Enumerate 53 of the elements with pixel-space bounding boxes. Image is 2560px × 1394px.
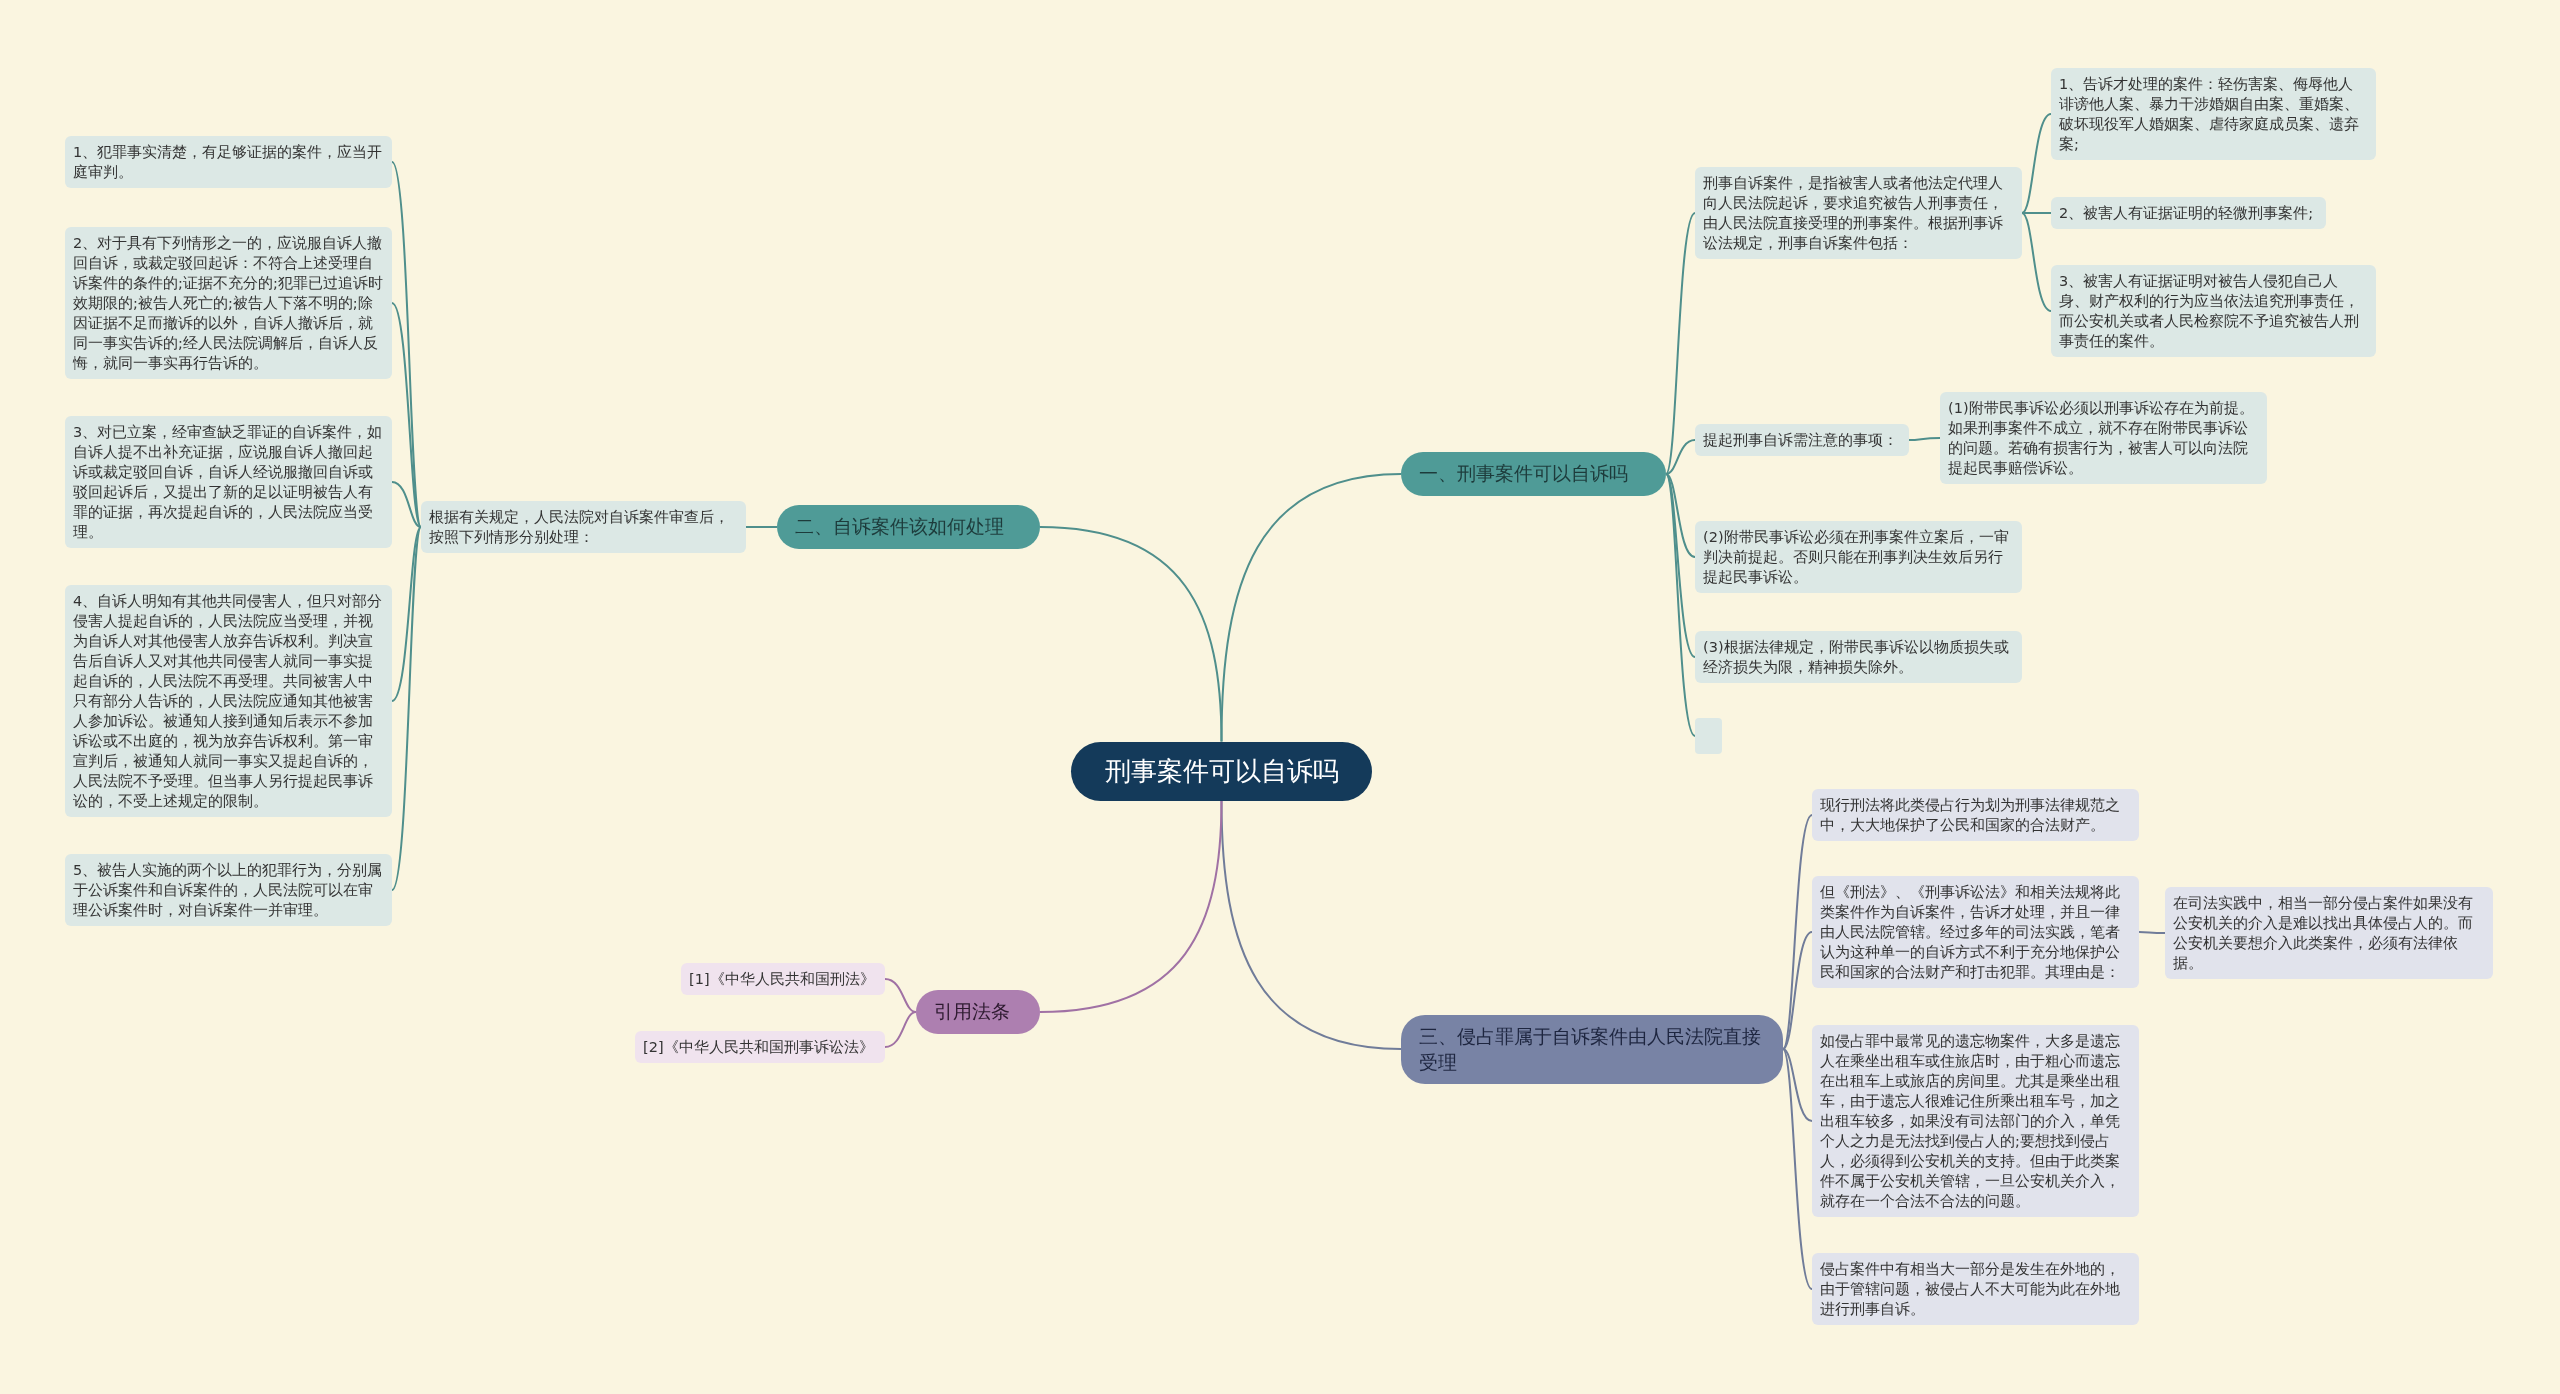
- connector-line: [884, 1011, 917, 1048]
- branch-topic: 三、侵占罪属于自诉案件由人民法院直接受理: [1401, 1015, 1783, 1085]
- text-card: 4、自诉人明知有其他共同侵害人，但只对部分侵害人提起自诉的，人民法院应当受理，并视为自诉人对其他侵害人放弃告诉权利。判决宣告后自诉人又对其他共同侵害人就同一事实提起自诉的，人民法院不再受理。共同被害人中只有部分人告诉的，人民法院应通知其他被害人参加诉讼。被通知人接到通知后表示不参加诉讼或不出庭的，视为放弃告诉权利。第一审宣判后，被通知人就同一事实又提起自诉的，人民法院不予受理。但当事人另行提起民事诉讼的，不受上述规定的限制。: [65, 585, 392, 817]
- text-card: 1、告诉才处理的案件：轻伤害案、侮辱他人诽谤他人案、暴力干涉婚姻自由案、重婚案、破坏现役军人婚姻案、虐待家庭成员案、遗弃案;: [2051, 68, 2376, 160]
- connector-line: [1665, 439, 1696, 475]
- text-card: 在司法实践中，相当一部分侵占案件如果没有公安机关的介入是难以找出具体侵占人的。而公安机关要想介入此类案件，必须有法律依据。: [2165, 887, 2493, 979]
- text-card: (1)附带民事诉讼必须以刑事诉讼存在为前提。如果刑事案件不成立，就不存在附带民事诉讼的问题。若确有损害行为，被害人可以向法院提起民事赔偿诉讼。: [1940, 392, 2267, 484]
- text-card: [2]《中华人民共和国刑事诉讼法》: [635, 1031, 885, 1063]
- connector-line: [1220, 473, 1402, 743]
- connector-line: [1039, 526, 1223, 743]
- connector-line: [1908, 437, 1941, 441]
- text-card: 现行刑法将此类侵占行为划为刑事法律规范之中，大大地保护了公民和国家的合法财产。: [1812, 789, 2139, 841]
- text-card: (2)附带民事诉讼必须在刑事案件立案后，一审判决前提起。否则只能在刑事判决生效后另行提起民事诉讼。: [1695, 521, 2022, 593]
- connector-line: [745, 526, 778, 528]
- text-card: 如侵占罪中最常见的遗忘物案件，大多是遗忘人在乘坐出租车或住旅店时，由于粗心而遗忘在出租车上或旅店的房间里。尤其是乘坐出租车，由于遗忘人很难记住所乘出租车号，加之出租车较多，如果没有司法部门的介入，单凭个人之力是无法找到侵占人的;要想找到侵占人，必须得到公安机关的支持。但由于此类案件不属于公安机关管辖，一旦公安机关介入，就存在一个合法不合法的问题。: [1812, 1025, 2139, 1217]
- text-card: [1]《中华人民共和国刑法》: [681, 963, 885, 995]
- empty-card: [1695, 718, 1722, 754]
- text-card: 刑事自诉案件，是指被害人或者他法定代理人向人民法院起诉，要求追究被告人刑事责任，由人民法院直接受理的刑事案件。根据刑事诉讼法规定，刑事自诉案件包括：: [1695, 167, 2022, 259]
- text-card: 根据有关规定，人民法院对自诉案件审查后，按照下列情形分别处理：: [421, 501, 746, 553]
- connector-line: [1665, 212, 1696, 475]
- text-card: 但《刑法》、《刑事诉讼法》和相关法规将此类案件作为自诉案件，告诉才处理，并且一律由人民法院管辖。经过多年的司法实践，笔者认为这种单一的自诉方式不利于充分地保护公民和国家的合法财产和打击犯罪。其理由是：: [1812, 876, 2139, 988]
- central-topic: 刑事案件可以自诉吗: [1071, 742, 1372, 801]
- connector-line: [1665, 473, 1696, 737]
- text-card: 2、被害人有证据证明的轻微刑事案件;: [2051, 197, 2326, 229]
- text-card: 侵占案件中有相当大一部分是发生在外地的，由于管辖问题，被侵占人不大可能为此在外地进行刑事自诉。: [1812, 1253, 2139, 1325]
- connector-line: [1220, 799, 1402, 1050]
- branch-topic: 一、刑事案件可以自诉吗: [1401, 452, 1666, 496]
- text-card: 3、对已立案，经审查缺乏罪证的自诉案件，如自诉人提不出补充证据，应说服自诉人撤回起诉或裁定驳回自诉，自诉人经说服撤回自诉或驳回起诉后，又提出了新的足以证明被告人有罪的证据，再次提起自诉的，人民法院应当受理。: [65, 416, 392, 548]
- connector-line: [1782, 1048, 1813, 1122]
- connector-line: [884, 978, 917, 1013]
- connector-line: [2021, 113, 2052, 214]
- connector-line: [391, 161, 422, 528]
- text-card: 1、犯罪事实清楚，有足够证据的案件，应当开庭审判。: [65, 136, 392, 188]
- connector-line: [2138, 931, 2166, 934]
- connector-line: [1665, 473, 1696, 658]
- connector-line: [391, 526, 422, 891]
- branch-topic: 引用法条: [916, 990, 1040, 1034]
- text-card: 提起刑事自诉需注意的事项：: [1695, 424, 1909, 456]
- branch-topic: 二、自诉案件该如何处理: [777, 505, 1040, 549]
- connector-line: [2021, 212, 2052, 214]
- connector-line: [1782, 1048, 1813, 1290]
- connector-line: [1782, 931, 1813, 1050]
- connector-line: [1782, 814, 1813, 1050]
- connector-line: [2021, 212, 2052, 312]
- connector-line: [391, 302, 422, 528]
- connector-line: [1039, 799, 1223, 1013]
- text-card: 5、被告人实施的两个以上的犯罪行为，分别属于公诉案件和自诉案件的，人民法院可以在审理公诉案件时，对自诉案件一并审理。: [65, 854, 392, 926]
- connector-line: [391, 481, 422, 528]
- text-card: (3)根据法律规定，附带民事诉讼以物质损失或经济损失为限，精神损失除外。: [1695, 631, 2022, 683]
- connector-line: [391, 526, 422, 702]
- text-card: 3、被害人有证据证明对被告人侵犯自己人身、财产权利的行为应当依法追究刑事责任，而公安机关或者人民检察院不予追究被告人刑事责任的案件。: [2051, 265, 2376, 357]
- text-card: 2、对于具有下列情形之一的，应说服自诉人撤回自诉，或裁定驳回起诉：不符合上述受理自诉案件的条件的;证据不充分的;犯罪已过追诉时效期限的;被告人死亡的;被告人下落不明的;除因证据不足而撤诉的以外，自诉人撤诉后，就同一事实告诉的;经人民法院调解后，自诉人反悔，就同一事实再行告诉的。: [65, 227, 392, 379]
- connector-line: [1665, 473, 1696, 558]
